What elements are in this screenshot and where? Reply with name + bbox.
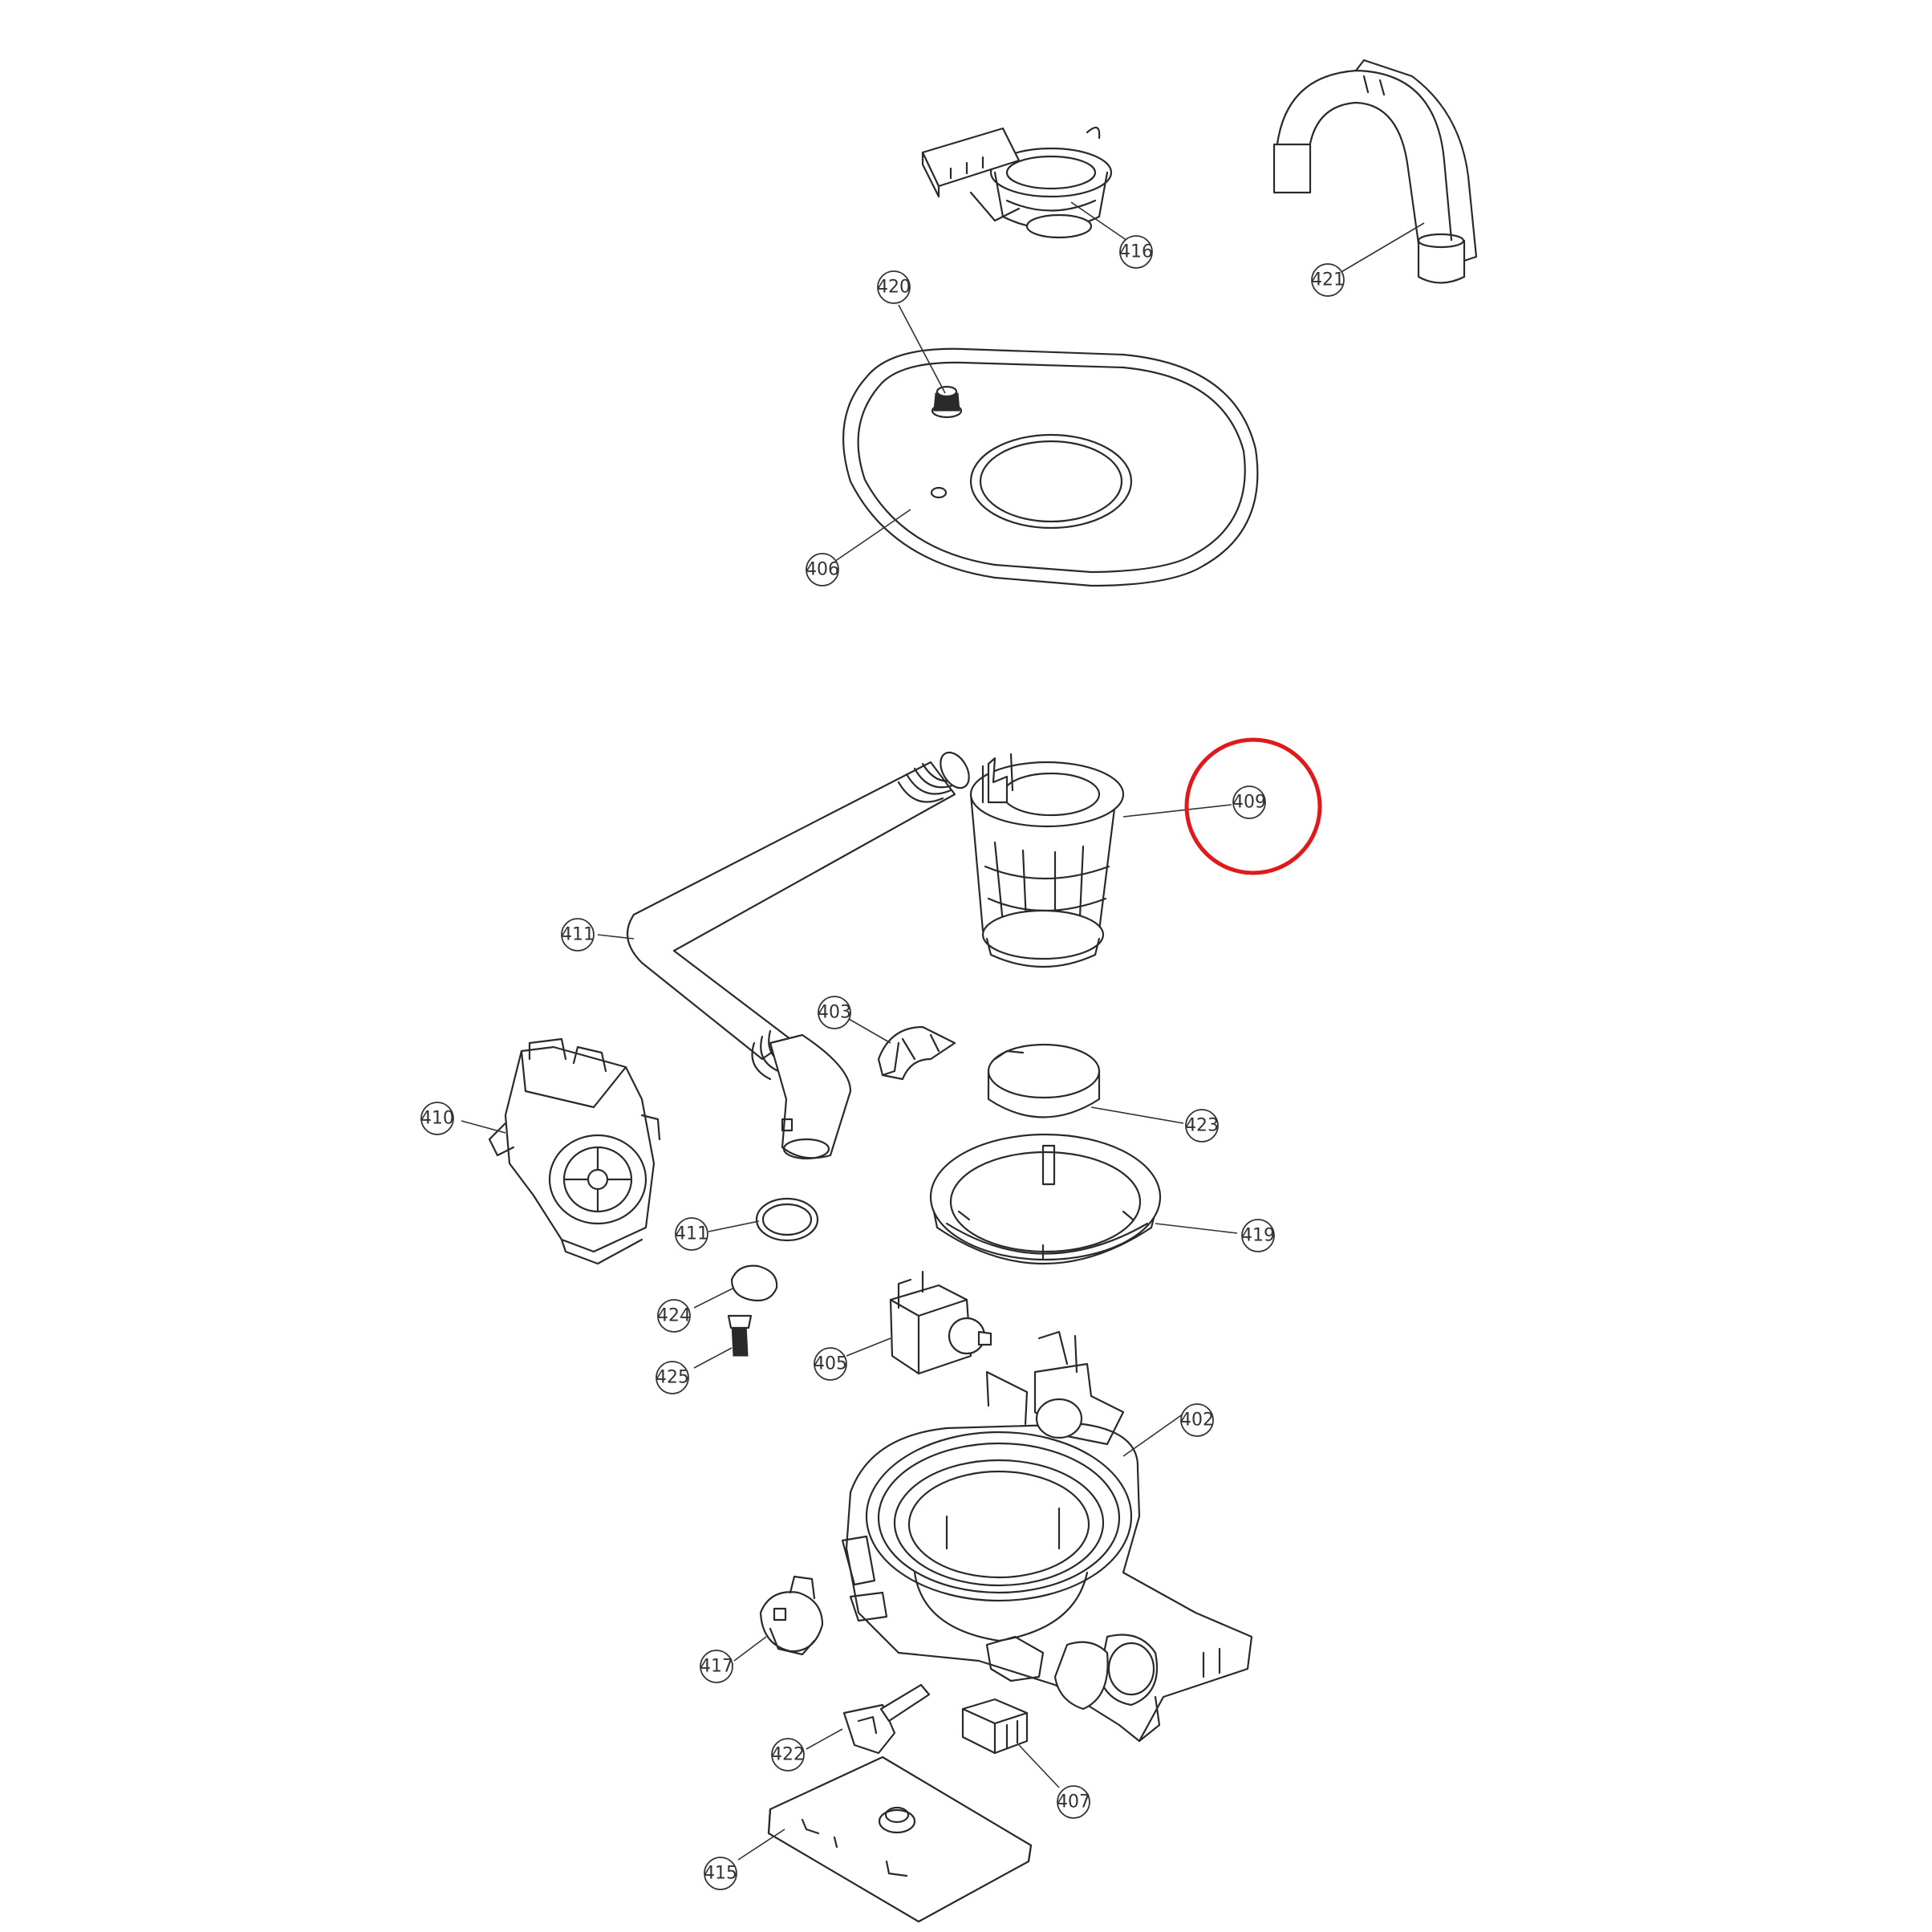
callout-419: 419 bbox=[1241, 1219, 1275, 1252]
part-406-gasket bbox=[842, 347, 1259, 587]
part-416 bbox=[921, 126, 1113, 239]
callout-415-label: 415 bbox=[704, 1864, 737, 1884]
callout-405: 405 bbox=[814, 1347, 847, 1381]
callout-424: 424 bbox=[657, 1299, 691, 1333]
callout-420: 420 bbox=[877, 270, 911, 304]
callout-421: 421 bbox=[1311, 263, 1345, 297]
callout-420-label: 420 bbox=[877, 278, 911, 298]
callout-409: 409 bbox=[1232, 785, 1266, 819]
callout-402-label: 402 bbox=[1180, 1410, 1214, 1431]
callout-406: 406 bbox=[806, 553, 839, 586]
part-405 bbox=[889, 1270, 992, 1375]
part-424 bbox=[730, 1264, 778, 1302]
callout-416: 416 bbox=[1119, 235, 1153, 269]
callout-423-label: 423 bbox=[1185, 1116, 1219, 1136]
callout-403-label: 403 bbox=[818, 1003, 851, 1023]
callout-405-label: 405 bbox=[814, 1354, 847, 1374]
callout-402: 402 bbox=[1180, 1403, 1214, 1437]
callout-417-label: 417 bbox=[700, 1657, 733, 1677]
part-415-plate bbox=[767, 1755, 1033, 1923]
callout-410-label: 410 bbox=[420, 1109, 454, 1129]
callout-424-label: 424 bbox=[657, 1306, 691, 1326]
part-421 bbox=[1272, 59, 1478, 284]
callout-411-hose-label: 411 bbox=[561, 925, 595, 945]
callout-411-oring-label: 411 bbox=[675, 1224, 708, 1244]
part-403-clip bbox=[877, 1025, 956, 1081]
callout-407: 407 bbox=[1057, 1785, 1090, 1819]
part-423-cap bbox=[987, 1043, 1101, 1118]
callout-425: 425 bbox=[656, 1361, 689, 1394]
part-411-hose bbox=[626, 751, 970, 1160]
callout-403: 403 bbox=[818, 996, 851, 1029]
callout-422-label: 422 bbox=[771, 1745, 805, 1765]
callout-411-oring: 411 bbox=[675, 1217, 708, 1251]
part-419-ring bbox=[929, 1133, 1162, 1265]
callout-416-label: 416 bbox=[1119, 242, 1153, 262]
callout-407-label: 407 bbox=[1057, 1792, 1090, 1812]
callout-423: 423 bbox=[1185, 1109, 1219, 1143]
part-417 bbox=[759, 1575, 824, 1656]
part-425 bbox=[727, 1314, 753, 1357]
highlight-circle-409 bbox=[1184, 737, 1322, 875]
part-407 bbox=[961, 1698, 1029, 1755]
part-410-pump bbox=[488, 1037, 661, 1265]
callout-422: 422 bbox=[771, 1738, 805, 1772]
callout-410: 410 bbox=[420, 1102, 454, 1135]
callout-419-label: 419 bbox=[1241, 1226, 1275, 1246]
part-409-filter bbox=[969, 753, 1125, 968]
part-402-sump bbox=[841, 1330, 1253, 1743]
part-422 bbox=[842, 1683, 931, 1755]
callout-409-label: 409 bbox=[1232, 793, 1266, 813]
callout-425-label: 425 bbox=[656, 1368, 689, 1388]
callout-415: 415 bbox=[704, 1857, 737, 1890]
callout-406-label: 406 bbox=[806, 560, 839, 580]
callout-421-label: 421 bbox=[1311, 270, 1345, 290]
part-411-oring bbox=[755, 1197, 819, 1242]
callout-417: 417 bbox=[700, 1650, 733, 1683]
part-420-valve bbox=[931, 385, 963, 419]
leader-lines bbox=[461, 201, 1425, 1861]
callout-411-hose: 411 bbox=[561, 918, 595, 952]
